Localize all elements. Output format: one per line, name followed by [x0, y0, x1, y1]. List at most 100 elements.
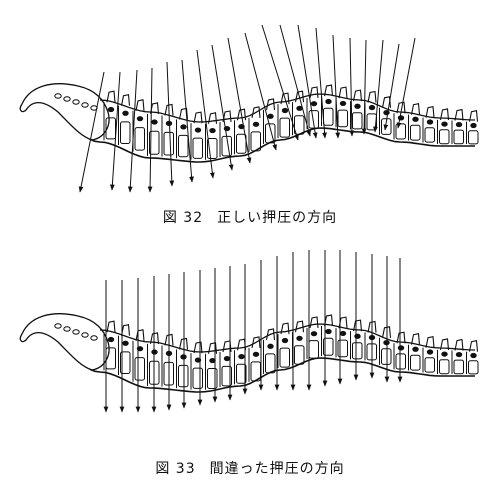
spinous-process [265, 328, 276, 341]
vertebral-body [323, 107, 334, 126]
facet-joint [310, 331, 318, 337]
pressure-arrow [361, 39, 367, 135]
figure-32-title: 正しい押圧の方向 [217, 210, 338, 226]
facet-joint [281, 107, 289, 114]
facet-joint [267, 113, 274, 119]
spinous-process [149, 332, 160, 345]
spinous-process [410, 103, 421, 115]
facet-joint [441, 351, 448, 357]
figure-32-caption: 図 32 正しい押圧の方向 [0, 207, 500, 227]
spine-lower-outline [89, 127, 475, 163]
facet-joint [470, 122, 477, 129]
facet-joint [267, 343, 274, 349]
vertebral-body [381, 348, 392, 365]
figure-33-incorrect-pressure-diagram [19, 250, 479, 413]
vertebral-body [134, 127, 145, 151]
sacral-foramen [63, 326, 71, 332]
vertebral-body [120, 351, 131, 374]
figure-33-number: 図 33 [155, 461, 196, 477]
spinous-process [454, 108, 464, 121]
facet-joint [310, 101, 318, 107]
vertebral-body [178, 364, 189, 388]
vertebral-body [134, 357, 145, 381]
spinous-process [439, 108, 450, 121]
spinous-process [135, 99, 145, 111]
vertebral-body [279, 347, 290, 368]
facet-joint [397, 345, 405, 351]
vertebral-body [366, 113, 377, 131]
spinous-process [396, 101, 406, 114]
pressure-arrow [332, 34, 341, 139]
vertebral-body [439, 129, 450, 145]
spinous-process [396, 331, 406, 344]
spinous-process [178, 107, 189, 120]
facet-joint [296, 105, 303, 111]
sacral-foramen [72, 99, 80, 105]
vertebral-body [410, 124, 421, 141]
pressure-arrow [196, 49, 215, 179]
vertebral-body [120, 121, 131, 144]
vertebral-body [192, 137, 203, 159]
spinous-process [338, 86, 348, 99]
vertebral-body [395, 123, 406, 140]
facet-joint [238, 353, 245, 360]
sacral-foramen [54, 323, 62, 329]
pressure-arrow [261, 24, 299, 141]
spinous-process [425, 106, 435, 118]
pressure-arrow [127, 69, 138, 193]
pressure-arrow [373, 39, 384, 133]
facet-joint [354, 333, 361, 339]
spinous-process [323, 84, 334, 97]
facet-joint [368, 104, 376, 111]
spinous-process [309, 316, 319, 329]
spinous-process [439, 338, 450, 351]
facet-joint [252, 121, 260, 127]
spinous-process [207, 342, 218, 354]
spinous-process [352, 89, 363, 102]
spinous-process [280, 92, 290, 105]
spinous-process [309, 86, 319, 99]
spinous-process [135, 329, 145, 341]
sacrum [19, 313, 110, 371]
pressure-arrow [78, 71, 105, 193]
figure-32-number: 図 32 [162, 210, 204, 226]
facet-joint [107, 106, 115, 113]
facet-joint [151, 119, 158, 125]
facet-joint [339, 100, 347, 107]
vertebral-body [236, 133, 247, 154]
facet-joint [455, 121, 463, 128]
spinous-process [280, 322, 290, 335]
pressure-arrow [383, 43, 400, 131]
pressure-arrow [315, 27, 327, 139]
vertebral-body [294, 345, 305, 365]
facet-joint [296, 335, 303, 341]
pressure-arrow [279, 24, 311, 137]
spinous-process [106, 90, 116, 103]
spinous-process [207, 112, 218, 124]
pressure-arrow [109, 71, 121, 191]
facet-joint [194, 127, 202, 133]
vertebral-body [337, 109, 348, 128]
pressure-arrow [244, 32, 277, 151]
facet-joint [122, 340, 129, 346]
pressure-arrow [349, 37, 355, 137]
vertebral-body [308, 340, 319, 359]
facet-joint [136, 116, 144, 122]
facet-joint [455, 351, 463, 358]
vertebral-body [424, 127, 435, 143]
spinous-process [106, 320, 116, 333]
vertebral-body [149, 130, 160, 155]
spinous-process [454, 338, 464, 351]
vertebral-body [265, 353, 276, 374]
pressure-arrow [147, 67, 153, 193]
facet-joint [122, 110, 129, 116]
facet-joint [339, 330, 347, 337]
spine-upper-outline [99, 93, 476, 123]
vertebral-body [178, 134, 189, 158]
pressure-arrow [396, 37, 416, 129]
vertebral-body [424, 357, 435, 373]
spinous-process [468, 110, 479, 122]
spinous-process [294, 320, 305, 333]
facet-joint [412, 346, 419, 352]
